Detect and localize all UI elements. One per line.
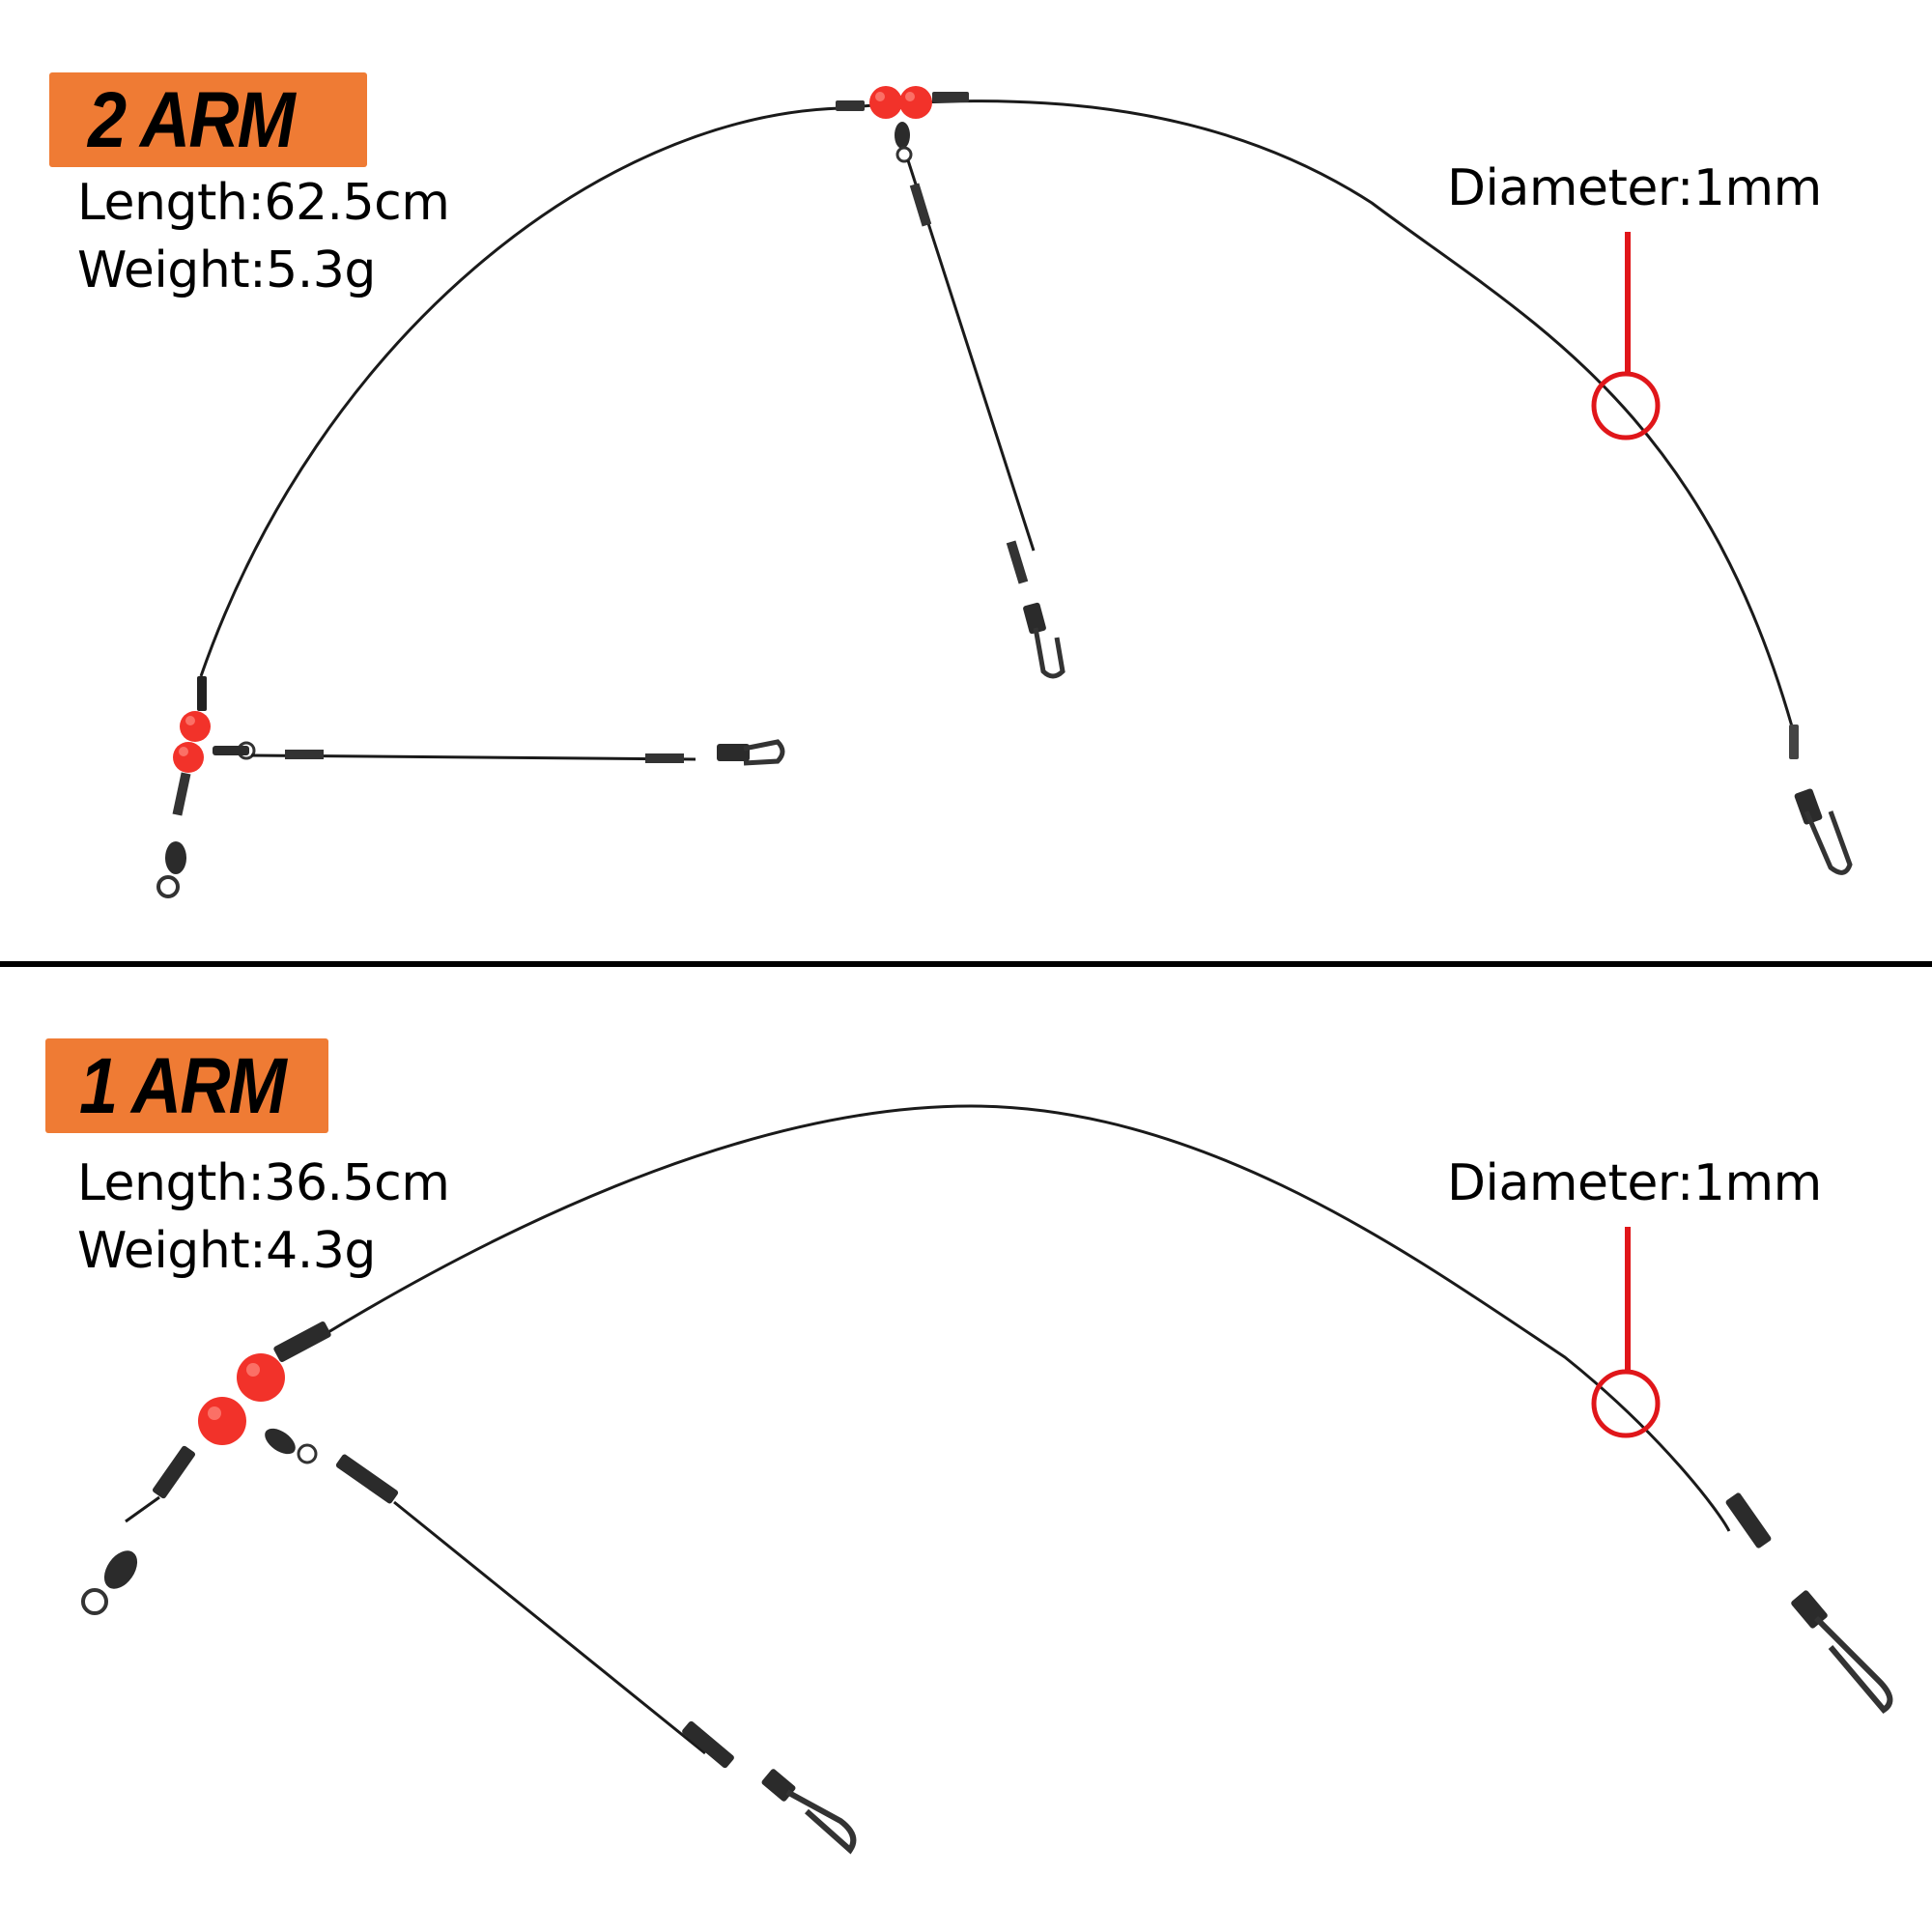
snap-swivel-body [1794,788,1823,825]
snap-swivel-body [717,744,750,761]
length-spec: Length:62.5cm [77,174,450,232]
snap-clip [1033,627,1065,679]
two-arm-badge: 2 ARM [49,72,367,167]
one-arm-rig-illustration [81,1104,1893,1855]
badge-label: 1 ARM [79,1042,287,1130]
badge-label: 2 ARM [88,76,296,164]
snap-clip [1813,1615,1893,1714]
snap-clip [743,739,785,766]
section-divider [0,961,1932,967]
side-arm-wire [393,1500,706,1755]
red-bead [180,711,211,742]
crimp-sleeve [932,92,969,102]
snap-swivel-body [1023,602,1046,635]
diameter-marker-circle [1591,1369,1661,1438]
side-arm-wire [250,753,696,761]
barrel-swivel [103,1550,138,1589]
main-leader-wire [318,1104,1731,1532]
red-bead [173,742,204,773]
crimp-sleeve [273,1321,331,1362]
dropper-arm-wire [906,159,1036,552]
one-arm-badge: 1 ARM [45,1038,328,1133]
snap-clip [785,1789,857,1855]
red-bead [237,1353,285,1402]
red-bead [899,86,932,119]
crimp-sleeve [197,676,207,711]
two-arm-rig-illustration [156,86,1853,898]
two-arm-panel: 2 ARM Length:62.5cm Weight:5.3g Diameter… [0,0,1932,961]
weight-spec: Weight:5.3g [77,242,376,299]
length-spec: Length:36.5cm [77,1154,450,1212]
barrel-swivel [165,841,186,874]
weight-spec: Weight:4.3g [77,1222,376,1280]
barrel-swivel [265,1428,296,1455]
crimp-sleeve [1789,724,1799,759]
snap-clip [1804,810,1853,875]
crimp-sleeve [836,100,865,111]
diameter-spec: Diameter:1mm [1447,159,1822,217]
one-arm-panel: 1 ARM Length:36.5cm Weight:4.3g Diameter… [0,971,1932,1932]
red-bead [198,1397,246,1445]
red-bead [869,86,902,119]
barrel-swivel [895,122,910,149]
diameter-marker-circle [1591,371,1661,440]
diameter-spec: Diameter:1mm [1447,1154,1822,1212]
